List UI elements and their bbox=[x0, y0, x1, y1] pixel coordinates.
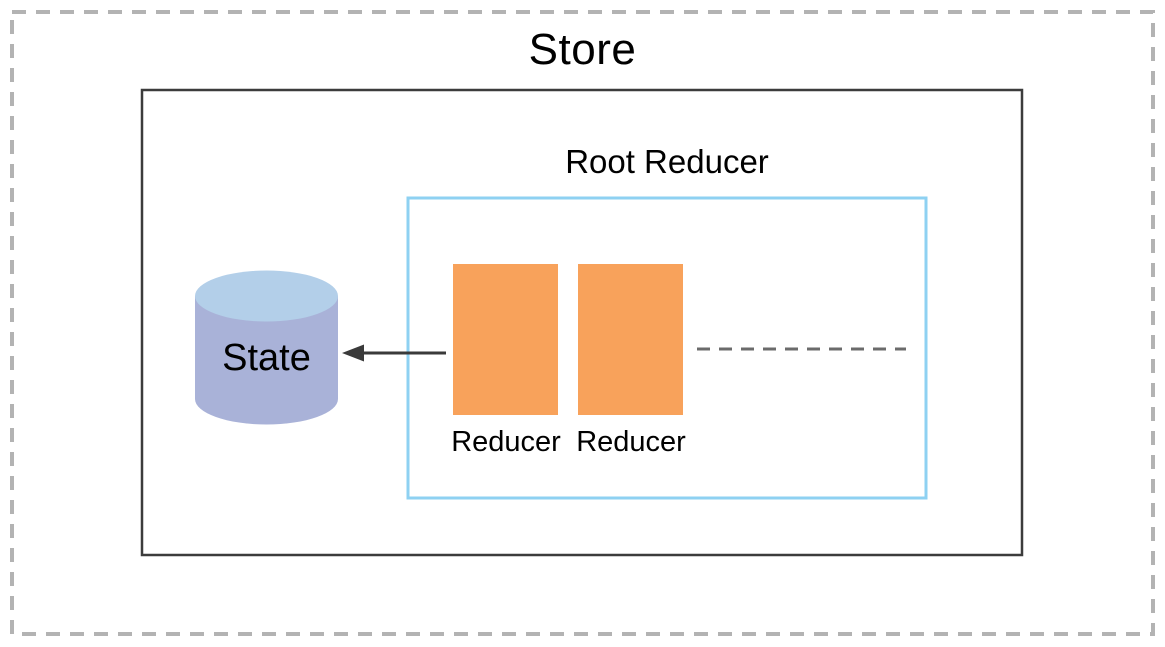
store-title: Store bbox=[528, 25, 637, 74]
outer-dashed-frame bbox=[10, 10, 1155, 636]
state-cylinder-top bbox=[195, 270, 338, 322]
state-label: State bbox=[222, 337, 311, 379]
reducer-rect-1 bbox=[453, 264, 558, 415]
reducer-label-2: Reducer bbox=[576, 426, 686, 458]
reducer-label-1: Reducer bbox=[451, 426, 561, 458]
root-reducer-box bbox=[406, 196, 928, 500]
reducer-to-state-arrowhead-icon bbox=[342, 344, 364, 362]
root-reducer-label: Root Reducer bbox=[565, 143, 769, 180]
store-box bbox=[140, 88, 1024, 557]
state-cylinder-body bbox=[195, 296, 338, 425]
reducer-rect-2 bbox=[578, 264, 683, 415]
